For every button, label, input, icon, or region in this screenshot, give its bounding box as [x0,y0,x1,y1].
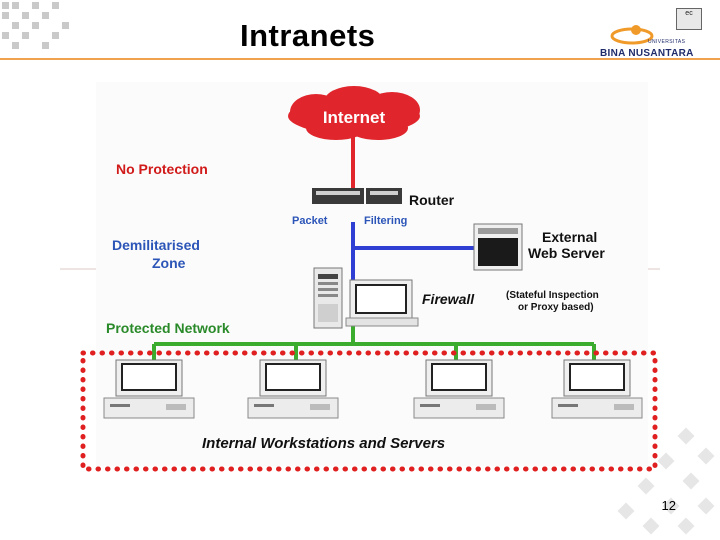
web-server-icon [473,223,523,271]
intranet-network-diagram: Internet No Protection Router Packet Fil… [96,82,648,466]
filtering-label: Filtering [364,215,407,227]
firewall-tower-icon [313,267,343,329]
dmz-label-line2: Zone [152,255,186,271]
title-rule [0,58,720,60]
router-label: Router [409,192,455,208]
workstation-4-icon [551,359,643,419]
internet-label: Internet [323,108,386,127]
logo-swoosh-icon [610,25,654,45]
no-protection-label: No Protection [116,161,208,177]
internal-network-dotted-border [80,350,658,472]
firewall-note-line2: or Proxy based) [518,302,594,313]
workstation-3-icon [413,359,505,419]
page-number: 12 [661,498,676,513]
decorative-squares-top-left [2,2,69,49]
internet-cloud-icon [288,86,420,140]
internal-workstations-label: Internal Workstations and Servers [202,435,445,452]
workstation-1-icon [103,359,195,419]
workstation-2-icon [247,359,339,419]
logo-line-universitas: UNIVERSITAS [648,39,686,45]
university-logo: UNIVERSITAS BINA NUSANTARA [600,20,693,62]
external-label-line1: External [542,229,597,245]
logo-line-bina-nusantara: BINA NUSANTARA [600,48,694,59]
protected-network-label: Protected Network [106,320,230,336]
corner-badge-text: ec [685,10,693,17]
firewall-note-line1: (Stateful Inspection [506,290,599,301]
firewall-monitor-icon [345,279,419,327]
packet-label: Packet [292,215,328,227]
external-label-line2: Web Server [528,245,605,261]
firewall-label: Firewall [422,291,475,307]
dmz-label-line1: Demilitarised [112,237,200,253]
router-icon [312,188,402,204]
corner-badge-icon: ec [676,8,702,30]
slide-title: Intranets [240,18,376,53]
decorative-squares-bottom-right [617,427,715,535]
